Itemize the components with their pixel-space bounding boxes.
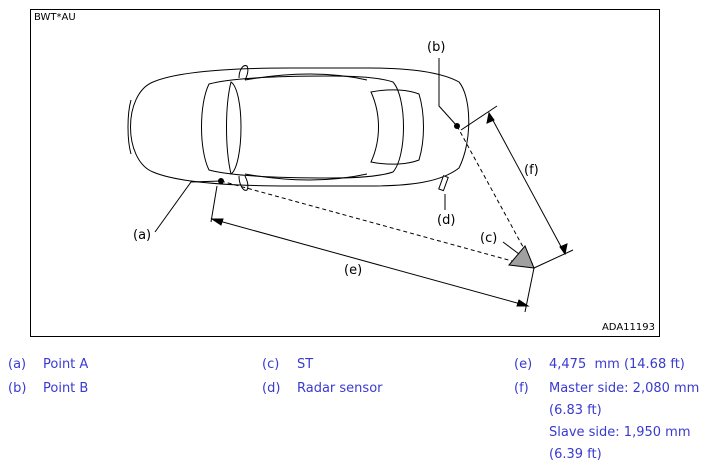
- ext-line-e-start: [210, 185, 218, 223]
- rear-window: [226, 81, 242, 175]
- car-diagram: (a) (b) (c) (d) (e) (f): [127, 40, 574, 313]
- legend-text-f-line1: Master side: 2,080 mm: [549, 381, 700, 396]
- ext-line-f-start: [460, 105, 498, 131]
- leader-b: [438, 58, 458, 127]
- car-body-outline: [130, 67, 470, 187]
- mirror-top: [238, 65, 249, 81]
- ray-a-to-st: [220, 180, 535, 268]
- ext-line-f-end: [533, 249, 574, 269]
- mirror-bottom: [238, 175, 249, 191]
- label-b: (b): [427, 40, 445, 55]
- dimension-line-e: [211, 218, 529, 307]
- legend-key-b: (b): [8, 381, 27, 396]
- legend-key-e: (e): [514, 357, 533, 372]
- legend-key-d: (d): [262, 381, 281, 396]
- label-a: (a): [133, 228, 151, 243]
- dimension-line-f: [488, 112, 566, 255]
- label-e: (e): [344, 263, 362, 278]
- legend-text-f-line4: (6.39 ft): [549, 447, 602, 462]
- legend-text-e: 4,475 mm (14.68 ft): [549, 357, 685, 372]
- label-f: (f): [524, 163, 539, 178]
- legend-text-f-line2: (6.83 ft): [549, 403, 602, 418]
- legend-text-a: Point A: [43, 357, 89, 372]
- legend-text-b: Point B: [43, 381, 89, 396]
- legend-key-c: (c): [262, 357, 280, 372]
- arrow-f-end: [559, 243, 568, 256]
- legend-text-c: ST: [297, 357, 314, 372]
- side-window-top: [244, 73, 368, 81]
- leader-c: [502, 241, 520, 255]
- arrow-e-end: [516, 299, 530, 307]
- arrow-f-start: [486, 111, 495, 124]
- side-window-bottom: [244, 173, 368, 181]
- ray-b-to-st: [456, 125, 535, 268]
- legend-key-f: (f): [514, 381, 529, 396]
- diagram-figure: BWT*AU: [30, 9, 660, 337]
- legend-text-d: Radar sensor: [297, 381, 383, 396]
- rear-bumper: [127, 99, 132, 155]
- car-roof-outline: [201, 75, 404, 179]
- label-d: (d): [437, 213, 455, 228]
- figure-reference: ADA11193: [601, 322, 655, 333]
- figure-code: BWT*AU: [34, 12, 76, 23]
- label-c: (c): [480, 231, 497, 246]
- st-triangle-icon: [508, 245, 535, 269]
- arrow-e-start: [210, 218, 224, 226]
- leader-a: [154, 180, 222, 233]
- radar-sensor-icon: [438, 175, 449, 192]
- legend-key-a: (a): [8, 357, 27, 372]
- legend-text-f-line3: Slave side: 1,950 mm: [549, 425, 691, 440]
- windshield: [370, 89, 424, 165]
